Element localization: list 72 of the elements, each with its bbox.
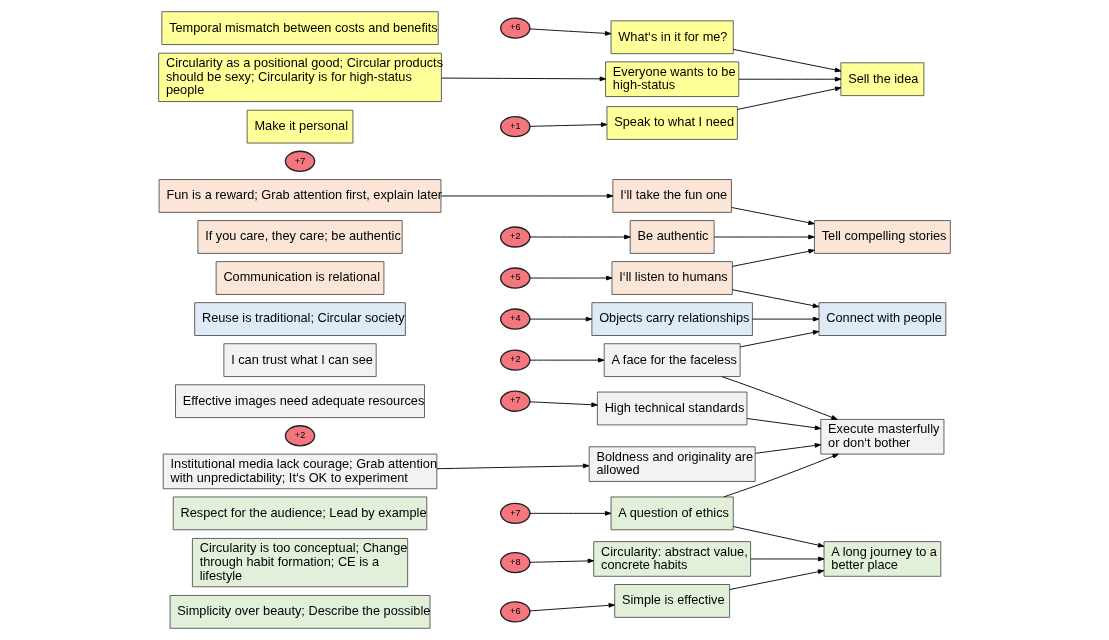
- node-box: Be authentic: [629, 220, 715, 254]
- node-box: Circularity: abstract value, concrete habits: [593, 541, 752, 577]
- arrow: [441, 76, 606, 82]
- node-box: Speak to what I need: [606, 106, 738, 140]
- arrow: [752, 316, 820, 322]
- node-box: Reuse is traditional; Circular society: [194, 302, 406, 336]
- arrow: [739, 330, 820, 348]
- node-box: A question of ethics: [610, 496, 734, 531]
- node-ellipse: +2: [284, 425, 316, 447]
- arrow: [529, 122, 608, 127]
- arrow: [732, 526, 825, 548]
- node-box: Institutional media lack courage; Grab attention with unpredictability; It‘s OK to experiment: [162, 453, 438, 490]
- arrow: [746, 418, 822, 431]
- node-ellipse: +7: [500, 502, 531, 525]
- arrow: [755, 443, 822, 454]
- arrow: [721, 376, 838, 420]
- arrow: [436, 463, 590, 470]
- node-ellipse: +2: [500, 349, 531, 371]
- node-ellipse: +7: [500, 390, 531, 412]
- arrow: [731, 207, 815, 225]
- node-box: I‘ll listen to humans: [611, 261, 733, 295]
- node-box: Circularity is too conceptual; Change through habit formation; CE is a lifestyle: [191, 538, 409, 588]
- node-box: A face for the faceless: [603, 343, 741, 377]
- arrow: [529, 511, 612, 516]
- arrow: [529, 28, 612, 36]
- node-box: I‘ll take the fun one: [612, 179, 732, 213]
- node-box: Boldness and originality are allowed: [588, 446, 756, 482]
- node-box: If you care, they care; be authentic: [197, 220, 403, 254]
- arrow: [723, 453, 839, 498]
- node-ellipse: +5: [500, 267, 531, 289]
- arrow: [529, 401, 598, 408]
- arrow: [529, 558, 594, 564]
- node-box: Tell compelling stories: [814, 220, 951, 254]
- node-ellipse: +6: [500, 601, 531, 623]
- node-ellipse: +8: [500, 551, 531, 574]
- node-box: Fun is a reward; Grab attention first, explain later: [158, 179, 442, 213]
- node-box: Respect for the audience; Lead by example: [172, 496, 428, 531]
- arrow: [732, 248, 815, 267]
- node-box: Connect with people: [818, 302, 947, 336]
- arrow: [529, 602, 615, 612]
- arrow: [737, 86, 842, 110]
- node-box: Temporal mismatch between costs and benefits: [161, 11, 439, 45]
- node-box: Execute masterfully or don‘t bother: [820, 418, 945, 455]
- node-box: Make it personal: [246, 109, 354, 144]
- node-ellipse: +2: [500, 226, 531, 248]
- node-ellipse: +7: [284, 150, 316, 172]
- node-box: Simple is effective: [614, 584, 731, 618]
- node-box: Objects carry relationships: [591, 302, 753, 336]
- arrow: [750, 556, 825, 562]
- arrow: [738, 76, 842, 82]
- node-box: Sell the idea: [840, 62, 925, 97]
- arrow: [529, 275, 613, 281]
- arrow: [732, 289, 820, 308]
- arrow: [529, 357, 605, 363]
- node-box: What‘s in it for me?: [610, 20, 734, 55]
- node-ellipse: +4: [500, 308, 531, 330]
- node-box: Circularity as a positional good; Circular products should be sexy; Circularity is for high-status people: [158, 52, 442, 102]
- node-box: Everyone wants to be high-status: [605, 61, 740, 97]
- node-box: Effective images need adequate resources: [175, 384, 425, 419]
- arrow: [529, 316, 593, 322]
- node-box: I can trust what I can see: [223, 343, 377, 377]
- arrow: [440, 193, 614, 199]
- arrow: [729, 569, 825, 590]
- node-box: Simplicity over beauty; Describe the possible: [169, 595, 431, 629]
- arrow: [529, 234, 631, 240]
- node-ellipse: +1: [500, 115, 531, 138]
- node-box: High technical standards: [596, 391, 748, 426]
- arrow: [732, 48, 842, 73]
- node-ellipse: +6: [500, 17, 531, 39]
- arrow: [713, 234, 815, 240]
- node-box: A long journey to a better place: [823, 541, 942, 577]
- node-box: Communication is relational: [215, 261, 385, 295]
